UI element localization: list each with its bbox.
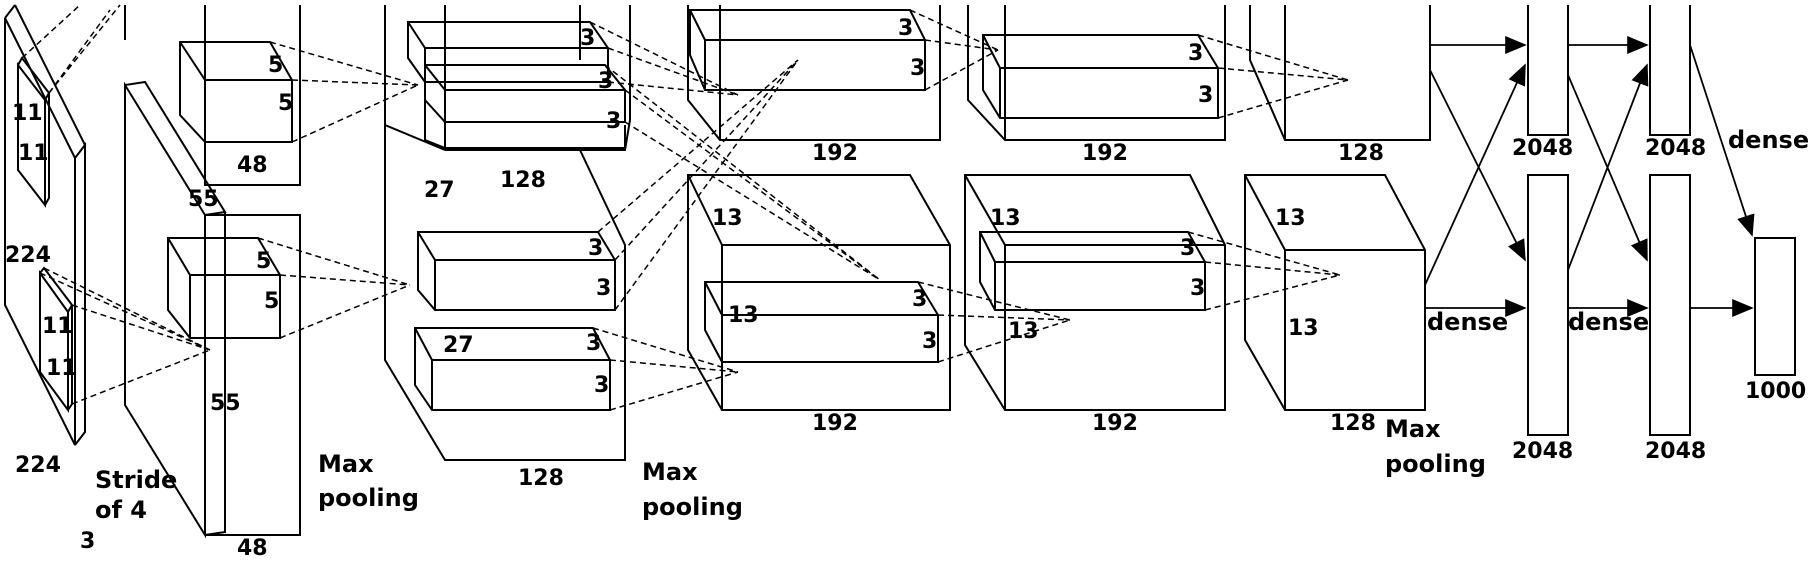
conv1-size-label-2: 55 — [210, 391, 241, 416]
pool2-label-2: pooling — [642, 493, 743, 521]
conv4-depth-bottom: 192 — [1092, 411, 1138, 436]
dense-label-2: dense — [1568, 308, 1649, 336]
pool1-label-1: Max — [318, 450, 374, 478]
conv2-depth-bottom: 128 — [518, 466, 564, 491]
conv1-kernel-top-2: 5 — [278, 91, 293, 116]
conv2-dashes — [589, 21, 881, 411]
input-kernel-label-top: 11 — [12, 101, 43, 126]
conv1-kernel-top-1: 5 — [268, 53, 283, 78]
conv3-depth-top: 192 — [812, 141, 858, 166]
input-dashes — [21, 4, 211, 405]
conv3-depth-bottom: 192 — [812, 411, 858, 436]
conv2-size-label-2: 27 — [443, 333, 474, 358]
fc7-bottom-label: 2048 — [1645, 439, 1706, 464]
conv4-kernel-3: 3 — [1180, 236, 1195, 261]
conv3-kernel-3: 3 — [912, 287, 927, 312]
conv2-kernel-2: 3 — [598, 69, 613, 94]
pool2-label-1: Max — [642, 458, 698, 486]
conv4-kernel-4: 3 — [1190, 276, 1205, 301]
conv4-depth-top: 192 — [1082, 141, 1128, 166]
dense-label-1: dense — [1427, 308, 1508, 336]
conv4-size-label-2: 13 — [1008, 319, 1039, 344]
conv1-size-label: 55 — [188, 187, 219, 212]
conv5-size-label: 13 — [1275, 206, 1306, 231]
conv1-block — [124, 5, 301, 539]
conv4-dashes — [1187, 34, 1349, 311]
fc-blocks — [1527, 5, 1796, 436]
dense-label-3: dense — [1728, 126, 1809, 154]
conv2-kernel-5: 3 — [596, 276, 611, 301]
conv1-depth-top: 48 — [237, 153, 268, 178]
conv2-kernel-6: 3 — [586, 331, 601, 356]
fc-arrows — [1424, 36, 1755, 317]
conv3-dashes — [909, 9, 1071, 363]
conv4-kernel-2: 3 — [1198, 83, 1213, 108]
conv1-kernel-bottom-2: 5 — [264, 289, 279, 314]
input-kernel-label-top-2: 11 — [18, 141, 49, 166]
conv2-kernel-7: 3 — [594, 373, 609, 398]
input-kernel-label-bottom-2: 11 — [46, 356, 77, 381]
conv3-kernel-2: 3 — [910, 56, 925, 81]
input-kernel-label-bottom: 11 — [42, 314, 73, 339]
conv2-size-label: 27 — [424, 178, 455, 203]
conv5-depth-top: 128 — [1338, 141, 1384, 166]
conv3-kernel-1: 3 — [898, 16, 913, 41]
fc6-bottom-label: 2048 — [1512, 439, 1573, 464]
conv5-block — [1244, 5, 1431, 411]
conv3-size-label: 13 — [712, 206, 743, 231]
input-width-label: 224 — [15, 453, 61, 478]
pool5-label-2: pooling — [1385, 450, 1486, 478]
conv5-depth-bottom: 128 — [1330, 411, 1376, 436]
conv1-dashes — [257, 41, 419, 339]
conv1-depth-bottom: 48 — [237, 536, 268, 557]
fc8-label: 1000 — [1745, 379, 1806, 404]
input-height-label: 224 — [5, 243, 51, 268]
conv2-kernel-4: 3 — [588, 236, 603, 261]
fc7-top-label: 2048 — [1645, 136, 1706, 161]
conv2-kernel-3: 3 — [606, 109, 621, 134]
pool1-label-2: pooling — [318, 484, 419, 512]
stride-label-1: Stride — [95, 466, 177, 494]
pool5-label-1: Max — [1385, 415, 1441, 443]
conv3-size-label-2: 13 — [728, 303, 759, 328]
conv2-depth-top: 128 — [500, 168, 546, 193]
conv2-block — [384, 5, 631, 461]
conv4-size-label: 13 — [990, 206, 1021, 231]
conv5-size-label-2: 13 — [1288, 316, 1319, 341]
stride-label-2: of 4 — [95, 496, 147, 524]
conv2-kernel-1: 3 — [580, 26, 595, 51]
input-depth-label: 3 — [80, 529, 95, 554]
conv3-kernel-4: 3 — [922, 329, 937, 354]
conv1-kernel-bottom-1: 5 — [256, 249, 271, 274]
fc6-top-label: 2048 — [1512, 136, 1573, 161]
conv4-kernel-1: 3 — [1188, 41, 1203, 66]
